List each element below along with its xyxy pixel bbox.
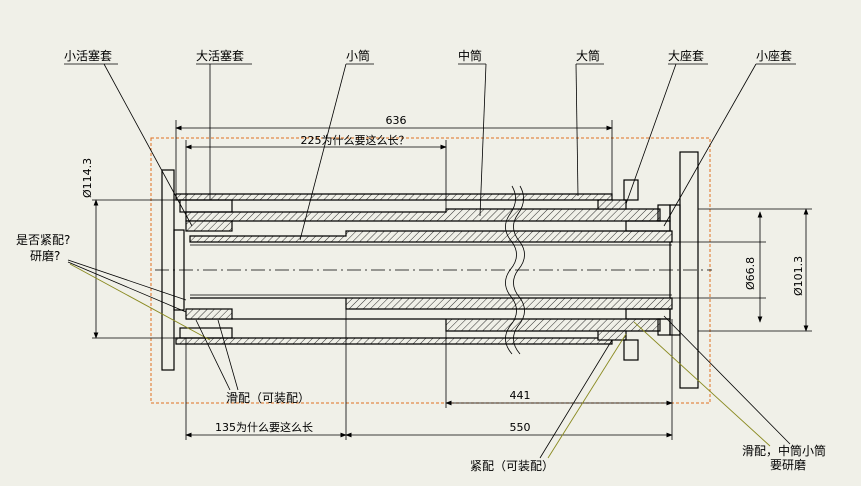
label-large-piston-sleeve: 大活塞套 xyxy=(196,48,244,63)
leader-small-seat-sleeve xyxy=(663,63,757,227)
label-small-seat-sleeve: 小座套 xyxy=(756,48,792,63)
leader-sliding-fit-r2 xyxy=(633,321,771,447)
label-middle-cylinder: 中筒 xyxy=(458,48,482,63)
leader-small-piston-sleeve xyxy=(103,63,193,227)
label-large-seat-sleeve: 大座套 xyxy=(668,48,704,63)
note-sliding-fit-line2: 要研磨 xyxy=(770,458,806,472)
leader-large-cylinder xyxy=(575,63,579,197)
dim-d101-text: Ø101.3 xyxy=(792,256,805,296)
dim-636-text: 636 xyxy=(386,114,407,127)
view-boundary-frame xyxy=(150,137,711,404)
small-piston-sleeve-bottom xyxy=(185,308,233,320)
small-piston-sleeve-top xyxy=(185,220,233,232)
small-cylinder-bottom-wall xyxy=(190,297,673,310)
leader-tight-fit-1 xyxy=(67,259,187,301)
seal-top xyxy=(657,204,671,222)
seal-bottom xyxy=(657,318,671,336)
label-small-cylinder: 小筒 xyxy=(346,48,370,63)
large-seat-sleeve-bottom xyxy=(597,330,627,341)
large-cylinder-bottom-wall xyxy=(175,337,613,345)
note-grinding-question: 研磨? xyxy=(30,249,60,263)
large-seat-sleeve-top xyxy=(597,199,627,210)
leader-middle-cylinder xyxy=(479,63,487,217)
note-sliding-fit-line1: 滑配，中筒小筒 xyxy=(742,443,826,458)
leader-tight-fit-r2 xyxy=(547,333,627,459)
right-flange-hub xyxy=(669,204,681,336)
note-tight-fit-removable: 紧配（可装配） xyxy=(470,459,554,473)
leader-tight-fit-r1 xyxy=(539,339,613,459)
break-line-right xyxy=(513,185,525,355)
note-sliding-fit-removable: 滑配（可装配） xyxy=(226,391,310,405)
label-small-piston-sleeve: 小活塞套 xyxy=(64,48,112,63)
leader-sliding-fit-2 xyxy=(217,319,239,391)
left-flange-hub xyxy=(173,229,185,311)
dim-d114-text: Ø114.3 xyxy=(81,158,94,198)
leader-grinding-y xyxy=(69,263,211,341)
dim-441-text: 441 xyxy=(510,389,531,402)
small-seat-sleeve-bottom xyxy=(625,308,671,320)
leader-small-cylinder xyxy=(299,63,347,241)
nut-top xyxy=(623,179,639,201)
label-large-cylinder: 大筒 xyxy=(576,48,600,63)
dim-135-text: 135为什么要这么长 xyxy=(215,420,313,434)
dim-d66-text: Ø66.8 xyxy=(744,257,757,290)
small-seat-sleeve-top xyxy=(625,220,671,232)
small-cylinder-top-wall xyxy=(189,230,673,243)
large-piston-sleeve-top xyxy=(179,199,233,213)
leader-sliding-fit-r1 xyxy=(663,315,791,445)
leader-sliding-fit-1 xyxy=(195,319,231,391)
leader-large-seat-sleeve xyxy=(625,63,677,205)
middle-cylinder-top-wall xyxy=(185,208,661,222)
dim-225-text: 225为什么要这么长？ xyxy=(301,133,410,147)
large-piston-sleeve-bottom xyxy=(179,327,233,339)
middle-cylinder-bottom-wall xyxy=(186,318,661,332)
leader-tight-fit-2 xyxy=(67,261,187,313)
nut-bottom xyxy=(623,339,639,361)
break-line-left xyxy=(505,185,517,355)
large-cylinder-top-wall xyxy=(175,193,613,201)
dim-550-text: 550 xyxy=(510,421,531,434)
note-tight-fit-question: 是否紧配? xyxy=(16,233,70,247)
